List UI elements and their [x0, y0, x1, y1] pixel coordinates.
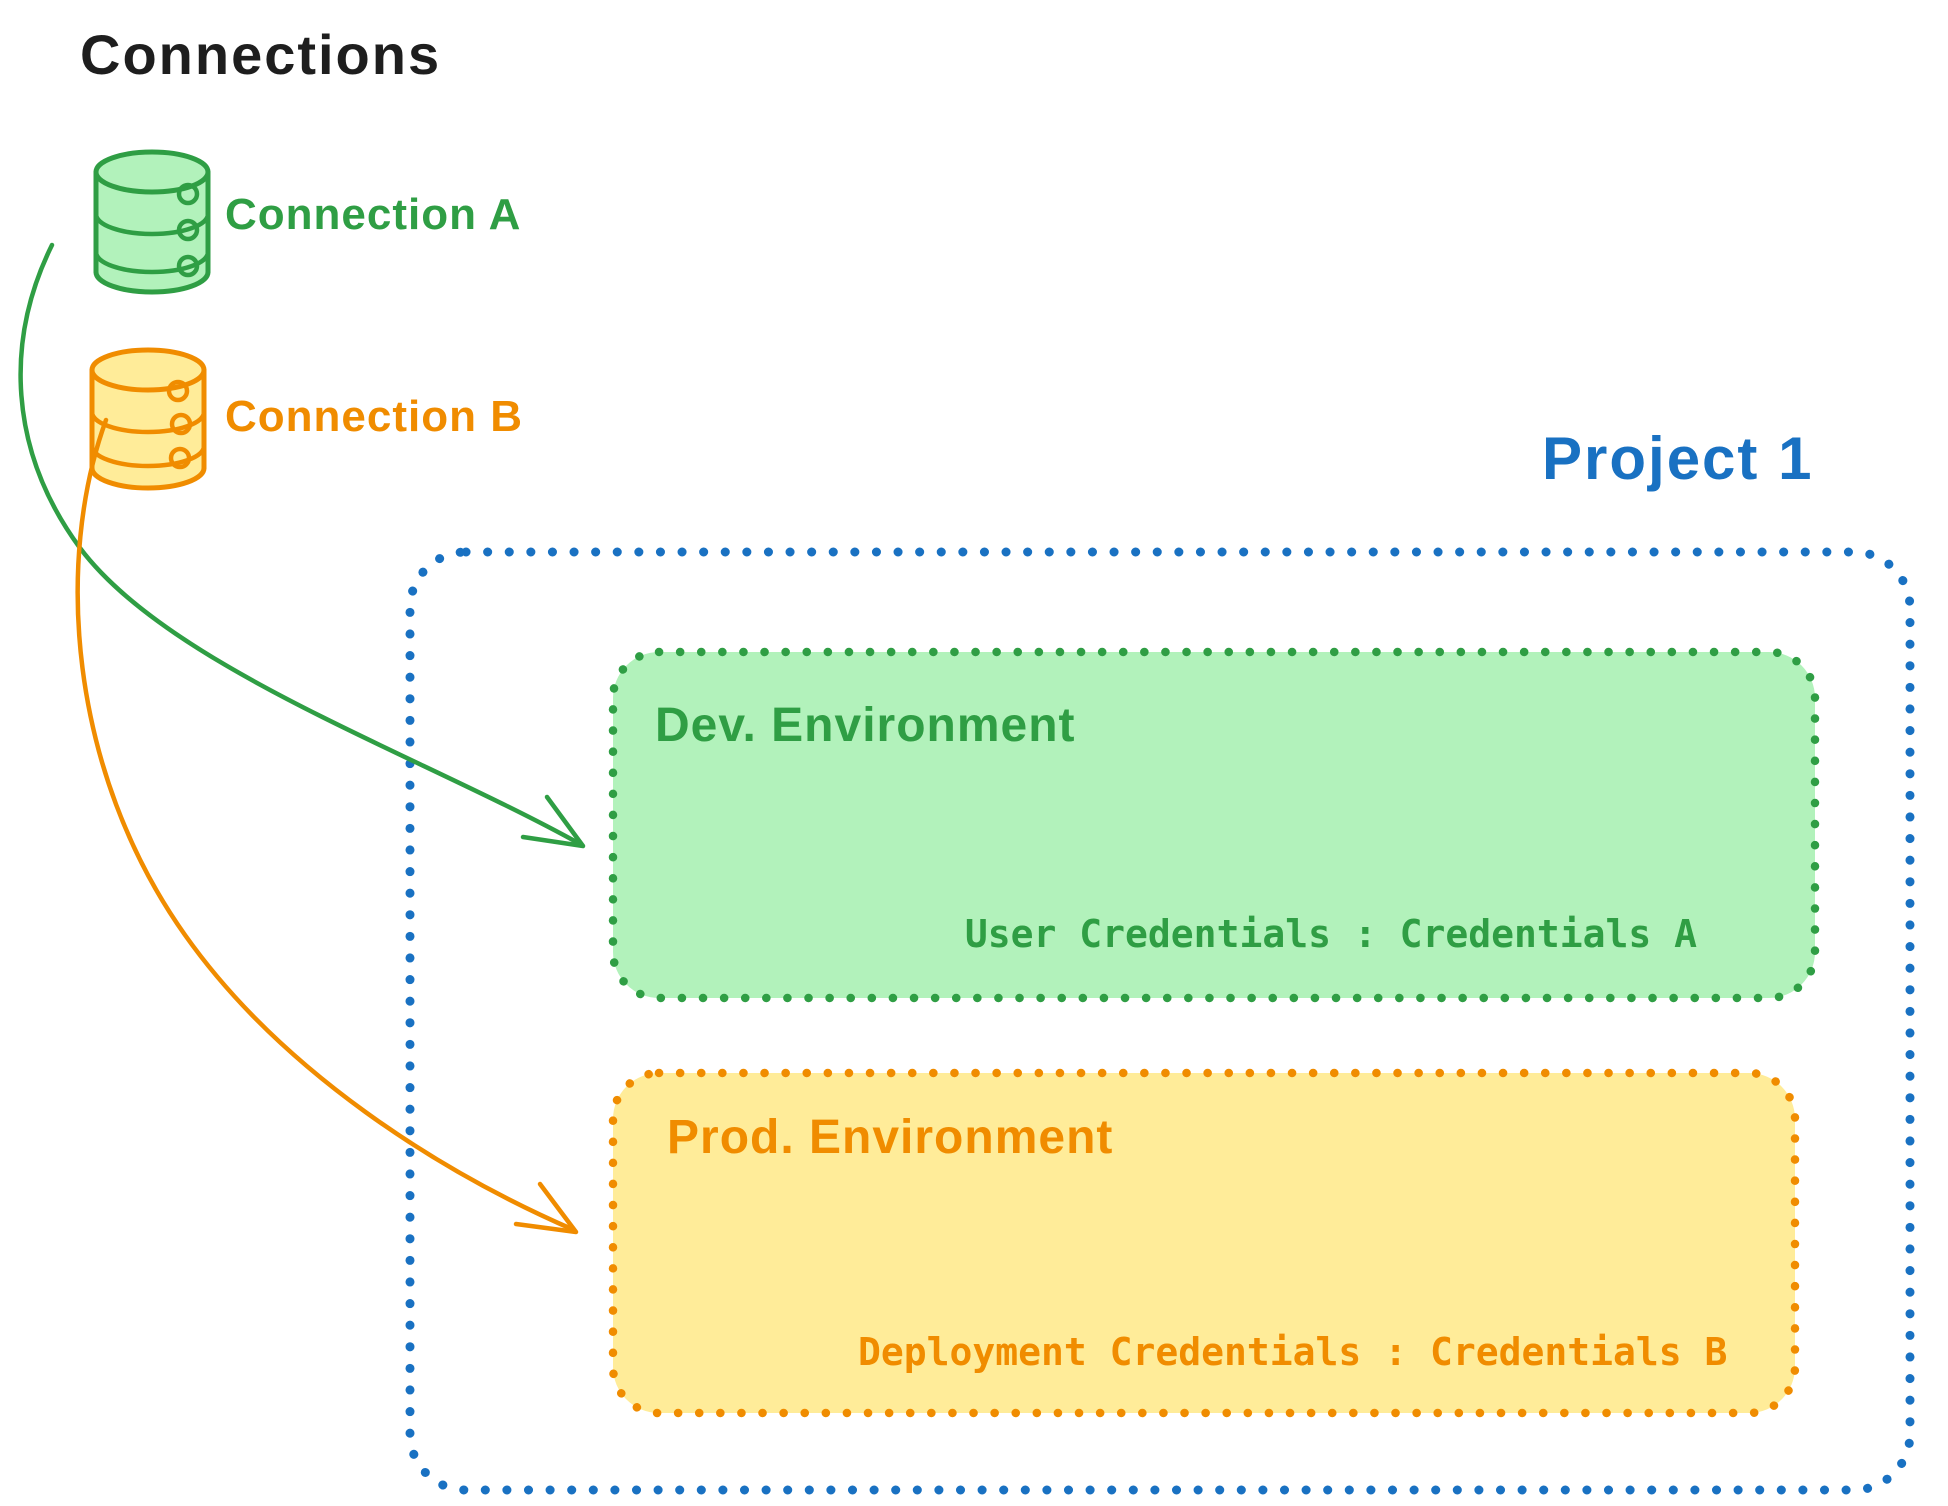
arrow-connection-a-to-dev — [18, 242, 586, 849]
project-box — [405, 547, 1915, 1495]
dev-environment-title: Dev. Environment — [655, 699, 1076, 752]
dev-environment-box — [608, 647, 1820, 1003]
database-a-icon — [93, 149, 211, 295]
prod-credentials-text: Deployment Credentials : Credentials B — [858, 1330, 1728, 1374]
database-b-icon — [89, 347, 207, 491]
prod-environment-box — [608, 1068, 1800, 1418]
connection-b-label: Connection B — [225, 392, 523, 441]
diagram-title: Connections — [80, 23, 442, 86]
prod-environment-title: Prod. Environment — [667, 1111, 1114, 1164]
arrow-connection-b-to-prod — [75, 417, 579, 1235]
connection-a-label: Connection A — [225, 190, 522, 239]
dev-credentials-text: User Credentials : Credentials A — [964, 912, 1697, 956]
project-title: Project 1 — [1542, 425, 1814, 492]
